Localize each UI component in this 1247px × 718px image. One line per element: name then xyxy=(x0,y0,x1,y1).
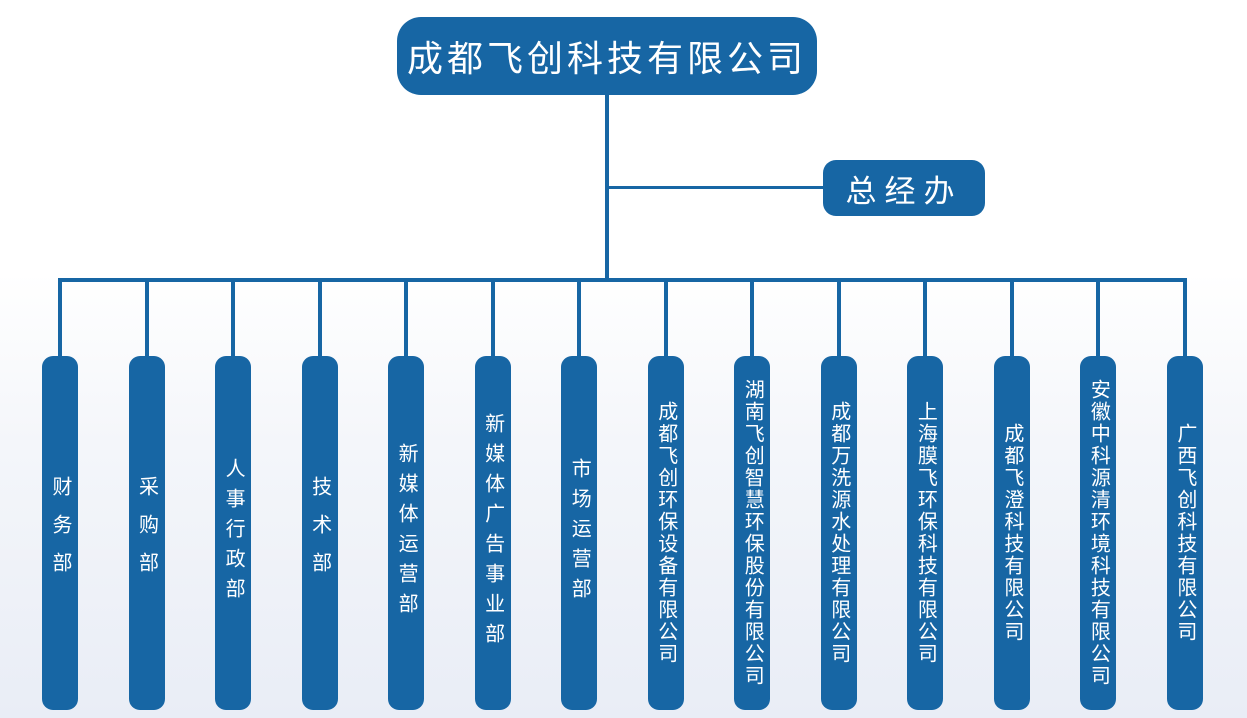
org-child-label: 人事行政部 xyxy=(222,458,245,608)
org-child-node[interactable]: 市场运营部 xyxy=(561,356,598,710)
org-staff-label: 总经办 xyxy=(845,173,963,209)
org-child-column: 成都飞创环保设备有限公司 xyxy=(647,282,684,710)
org-child-node[interactable]: 成都万洗源水处理有限公司 xyxy=(820,356,857,710)
connector-stub-line xyxy=(577,282,582,356)
org-root-label: 成都飞创科技有限公司 xyxy=(406,38,807,79)
org-child-node[interactable]: 湖南飞创智慧环保股份有限公司 xyxy=(734,356,771,710)
org-child-column: 成都万洗源水处理有限公司 xyxy=(820,282,857,710)
org-child-label: 湖南飞创智慧环保股份有限公司 xyxy=(741,379,764,687)
org-root-node[interactable]: 成都飞创科技有限公司 xyxy=(397,17,817,95)
org-child-label: 新媒体广告事业部 xyxy=(481,413,504,653)
org-child-node[interactable]: 新媒体广告事业部 xyxy=(474,356,511,710)
org-child-label: 成都万洗源水处理有限公司 xyxy=(827,401,850,665)
org-child-column: 安徽中科源清环境科技有限公司 xyxy=(1080,282,1117,710)
org-child-column: 新媒体广告事业部 xyxy=(474,282,511,710)
connector-stub-line xyxy=(663,282,668,356)
connector-staff-branch-line xyxy=(607,186,825,189)
org-child-label: 财务部 xyxy=(49,476,71,590)
org-children-row: 财务部 采购部 人事行政部 技术部 新媒体运营部 xyxy=(42,282,1203,710)
connector-stub-line xyxy=(231,282,236,356)
org-child-column: 财务部 xyxy=(42,282,78,710)
connector-stub-line xyxy=(404,282,409,356)
connector-stub-line xyxy=(1182,282,1187,356)
org-child-node[interactable]: 人事行政部 xyxy=(215,356,252,710)
org-child-column: 技术部 xyxy=(301,282,338,710)
org-child-label: 广西飞创科技有限公司 xyxy=(1173,423,1196,643)
org-child-label: 新媒体运营部 xyxy=(395,443,418,623)
org-staff-node[interactable]: 总经办 xyxy=(823,160,985,216)
org-child-column: 广西飞创科技有限公司 xyxy=(1166,282,1203,710)
connector-stub-line xyxy=(490,282,495,356)
org-child-column: 采购部 xyxy=(128,282,165,710)
org-child-label: 安徽中科源清环境科技有限公司 xyxy=(1087,379,1110,687)
connector-stub-line xyxy=(836,282,841,356)
org-child-label: 技术部 xyxy=(308,476,331,590)
connector-distribution-line xyxy=(58,278,1187,282)
org-child-column: 市场运营部 xyxy=(561,282,598,710)
org-child-label: 采购部 xyxy=(135,476,158,590)
org-child-node[interactable]: 采购部 xyxy=(128,356,165,710)
org-child-node[interactable]: 广西飞创科技有限公司 xyxy=(1166,356,1203,710)
org-child-label: 上海膜飞环保科技有限公司 xyxy=(914,401,937,665)
org-child-node[interactable]: 财务部 xyxy=(42,356,78,710)
connector-stub-line xyxy=(58,282,62,356)
org-child-node[interactable]: 成都飞澄科技有限公司 xyxy=(993,356,1030,710)
connector-stub-line xyxy=(750,282,755,356)
org-child-node[interactable]: 上海膜飞环保科技有限公司 xyxy=(907,356,944,710)
org-child-label: 成都飞创环保设备有限公司 xyxy=(654,401,677,665)
org-child-column: 上海膜飞环保科技有限公司 xyxy=(907,282,944,710)
org-child-node[interactable]: 新媒体运营部 xyxy=(388,356,425,710)
connector-stub-line xyxy=(923,282,928,356)
org-child-node[interactable]: 安徽中科源清环境科技有限公司 xyxy=(1080,356,1117,710)
org-child-column: 人事行政部 xyxy=(215,282,252,710)
org-child-column: 湖南飞创智慧环保股份有限公司 xyxy=(734,282,771,710)
connector-stub-line xyxy=(1096,282,1101,356)
org-child-label: 市场运营部 xyxy=(568,458,591,608)
connector-stub-line xyxy=(144,282,149,356)
connector-stub-line xyxy=(1009,282,1014,356)
org-child-node[interactable]: 技术部 xyxy=(301,356,338,710)
org-child-column: 新媒体运营部 xyxy=(388,282,425,710)
connector-stub-line xyxy=(317,282,322,356)
org-child-column: 成都飞澄科技有限公司 xyxy=(993,282,1030,710)
org-child-node[interactable]: 成都飞创环保设备有限公司 xyxy=(647,356,684,710)
org-child-label: 成都飞澄科技有限公司 xyxy=(1000,423,1023,643)
